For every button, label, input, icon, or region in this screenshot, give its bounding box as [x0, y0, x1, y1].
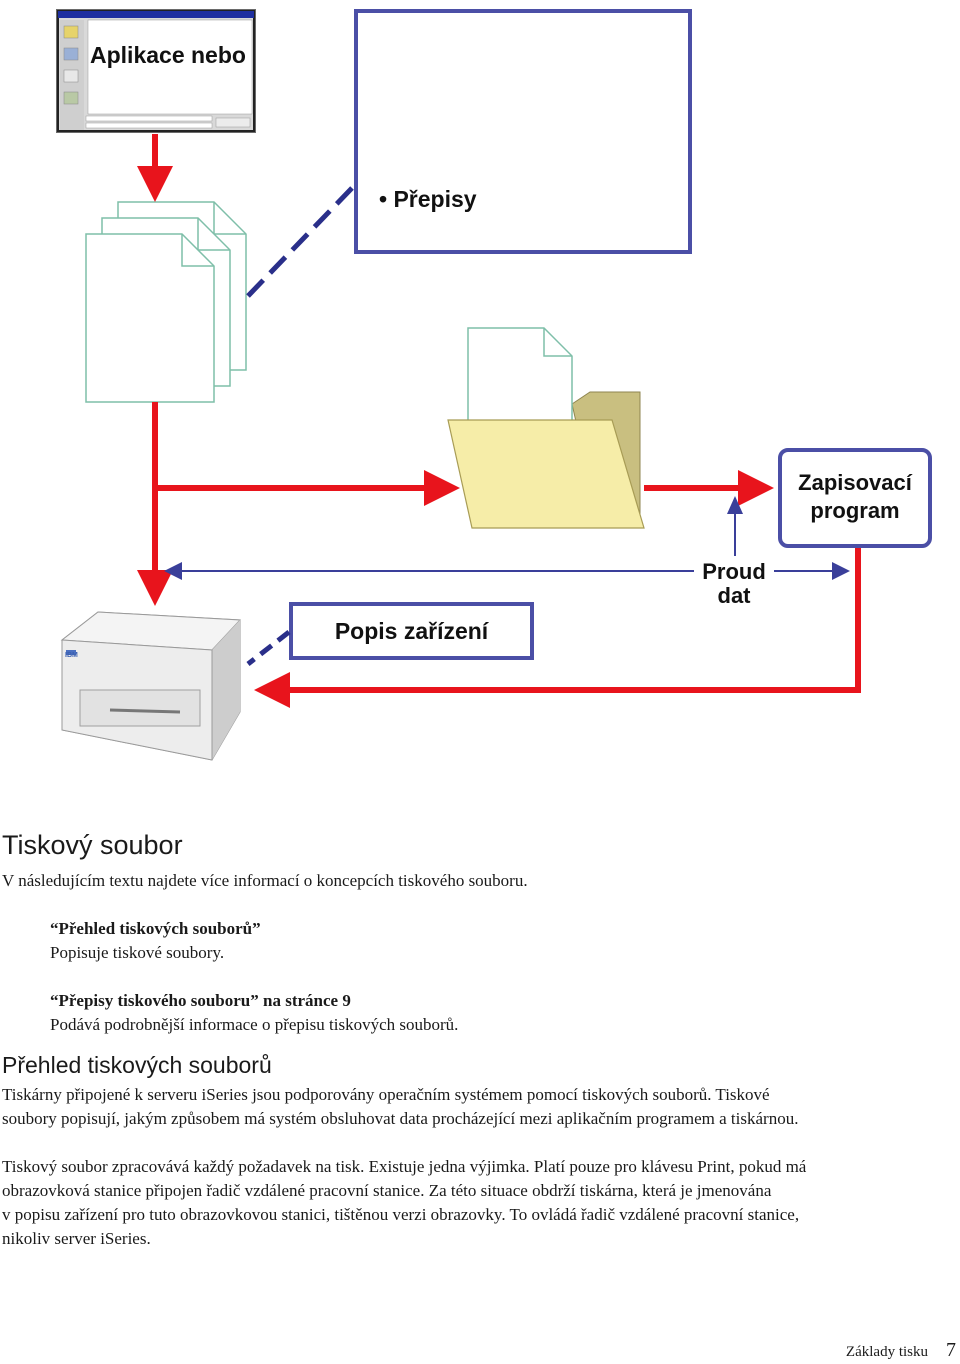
overrides-label: • Přepisy	[379, 186, 477, 212]
overrides-dashed-line	[246, 186, 354, 298]
folder-with-document-icon	[447, 327, 645, 529]
printer-badge: IBM	[65, 652, 78, 659]
device-dashed-line	[246, 630, 291, 666]
writer-program-label-line2: program	[810, 498, 900, 523]
data-stream-label: Proud dat	[694, 560, 774, 608]
page-number: 7	[946, 1339, 956, 1361]
application-window-icon	[56, 9, 256, 133]
writer-program-box	[778, 448, 932, 548]
diagram-graphics	[56, 9, 932, 761]
paragraph-1: Tiskárny připojené k serveru iSeries jso…	[2, 1083, 798, 1131]
printer-icon	[60, 611, 242, 761]
reference-description: Popisuje tiskové soubory.	[50, 943, 225, 962]
reference-link[interactable]: “Přepisy tiskového souboru” na stránce 9	[50, 991, 351, 1010]
reference-item: “Přepisy tiskového souboru” na stránce 9…	[50, 989, 458, 1037]
application-window-label: Aplikace nebo	[90, 42, 246, 68]
footer-section-name: Základy tisku	[845, 1344, 928, 1360]
paragraph-line: Tiskový soubor zpracovává každý požadave…	[2, 1157, 807, 1176]
paragraph-line: v popisu zařízení pro tuto obrazovkovou …	[2, 1205, 800, 1224]
writer-program-label: Zapisovací program	[782, 469, 928, 525]
device-description-box	[289, 602, 534, 660]
arrow-writer-to-printer	[254, 548, 861, 708]
print-file-diagram: Aplikace nebo • Přepisy Zapisovací progr…	[56, 9, 932, 761]
reference-item: “Přehled tiskových souborů” Popisuje tis…	[50, 917, 261, 965]
data-stream-label-line2: dat	[717, 583, 751, 608]
subsection-heading: Přehled tiskových souborů	[2, 1052, 272, 1078]
writer-program-label-line1: Zapisovací	[798, 470, 912, 495]
page-footer: Základy tisku 7	[846, 1339, 956, 1362]
paragraph-2: Tiskový soubor zpracovává každý požadave…	[2, 1155, 806, 1251]
device-description-label: Popis zařízení	[334, 618, 489, 644]
paragraph-line: obrazovková stanice připojen řadič vzdál…	[2, 1181, 772, 1200]
print-files-stack-icon	[85, 201, 247, 403]
section-intro: V následujícím textu najdete více inform…	[2, 871, 528, 890]
paragraph-line: nikoliv server iSeries.	[2, 1229, 151, 1248]
paragraph-line: Tiskárny připojené k serveru iSeries jso…	[2, 1085, 770, 1104]
data-stream-label-line1: Proud	[702, 559, 766, 584]
reference-description: Podává podrobnější informace o přepisu t…	[50, 1015, 459, 1034]
red-flow-arrows	[137, 134, 861, 708]
paragraph-line: soubory popisují, jakým způsobem má syst…	[2, 1109, 799, 1128]
overrides-box	[354, 9, 692, 254]
section-heading: Tiskový soubor	[2, 830, 183, 860]
reference-link[interactable]: “Přehled tiskových souborů”	[50, 919, 261, 938]
